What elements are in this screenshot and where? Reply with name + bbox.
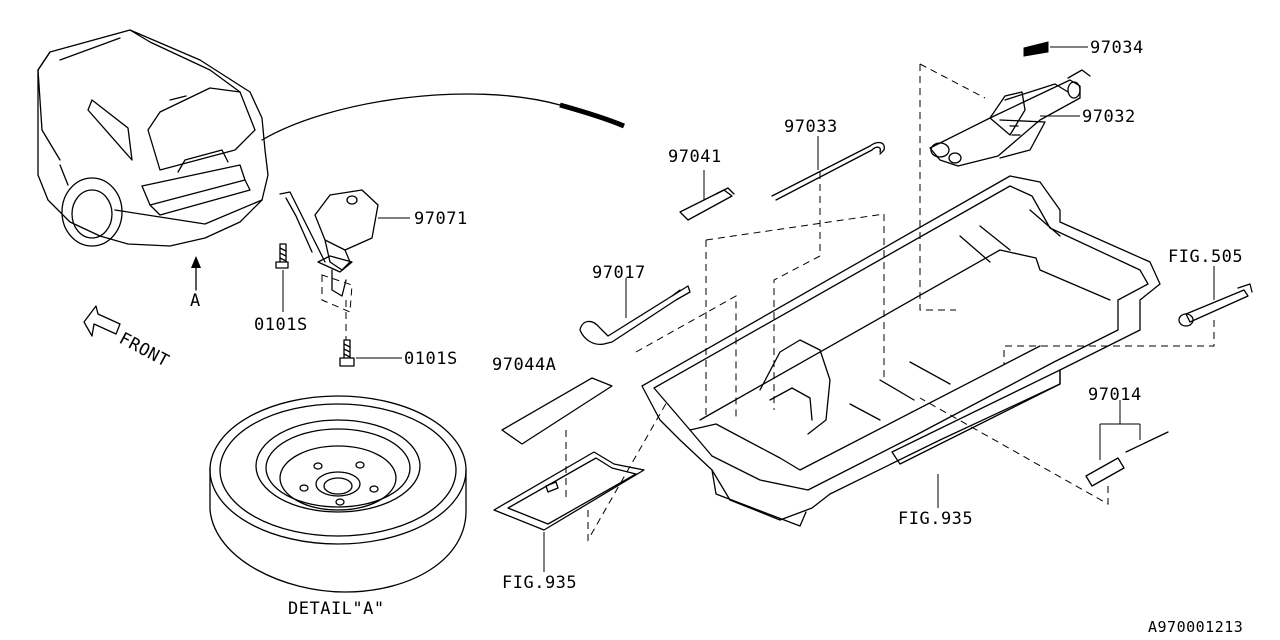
label-97041: 97041 [668,147,722,167]
wrench-97017 [579,285,691,346]
leader-97014 [1099,400,1141,460]
pad-97044a [501,377,613,445]
label-97033: 97033 [784,117,838,137]
vehicle-rear-illustration [37,29,269,247]
front-label: FRONT [116,329,173,372]
handle-guide [773,172,821,410]
label-97014: 97014 [1088,385,1142,405]
storage-tray [641,175,1161,527]
spare-tire [209,395,467,593]
label-97071: 97071 [414,209,468,229]
detail-a-label: DETAIL"A" [288,599,385,619]
label-bolt-lower: 0101S [404,349,458,369]
label-97044a: 97044A [492,355,556,375]
tray-left-guide [587,399,669,542]
jack-handle-97033 [771,141,885,201]
pin-guide [919,397,1109,505]
view-a-label: A [190,291,201,311]
jack-guide [919,63,986,311]
pin-97014 [1085,431,1169,487]
view-a-arrow [191,256,201,291]
label-bolt-upper: 0101S [254,315,308,335]
extension-97041 [679,187,735,221]
bolt-upper [275,243,289,269]
label-97017: 97017 [592,263,646,283]
label-97032: 97032 [1082,107,1136,127]
hook-bolt-fig505 [1178,283,1253,327]
label-fig505: FIG.505 [1168,247,1243,267]
tray-left [493,451,645,531]
leader-arc-thick [559,102,625,129]
extension-guide [705,213,885,420]
jack-pad-97034 [1023,41,1049,57]
drawing-code: A970001213 [1148,618,1243,636]
label-fig935-left: FIG.935 [502,573,577,593]
leader-arc [261,93,561,141]
front-arrow-icon [83,305,121,337]
bolt-lower [339,339,355,367]
fig505-guide [1003,320,1215,364]
wrench-guide [635,295,737,420]
tire-holder-bracket [279,189,379,313]
label-fig935-right: FIG.935 [898,509,973,529]
jack [929,69,1091,167]
label-97034: 97034 [1090,38,1144,58]
